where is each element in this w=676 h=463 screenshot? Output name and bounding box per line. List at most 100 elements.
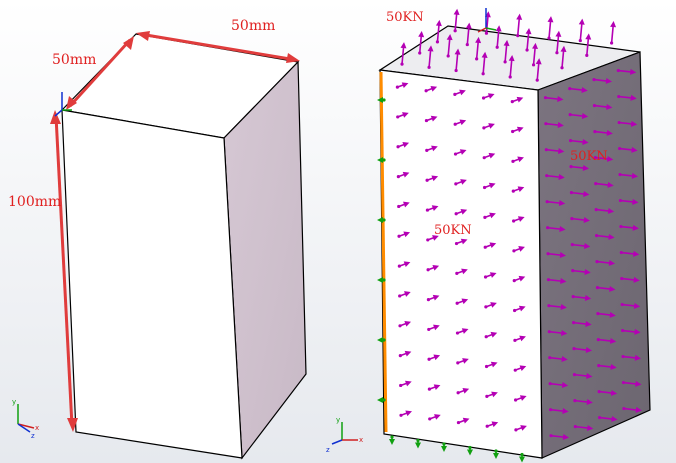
fixture-arrow (519, 452, 525, 463)
side-load-arrow (546, 252, 567, 259)
top-load-arrow (560, 45, 567, 70)
side-load-arrow (570, 216, 590, 223)
top-load-arrow (454, 48, 461, 73)
dimension-width-label: 50mm (231, 18, 275, 34)
loaded-front-face (379, 69, 543, 459)
dimension-arrowhead (136, 31, 150, 41)
front-load-arrow (424, 85, 438, 93)
top-load-arrow (453, 8, 460, 33)
side-load-arrow (546, 278, 567, 285)
front-load-arrow (395, 82, 409, 89)
front-load-arrow (425, 145, 438, 153)
front-load-arrow (399, 380, 412, 388)
front-load-arrow (483, 212, 496, 219)
front-load-arrow (482, 182, 496, 190)
dimension-depth-line (68, 38, 132, 108)
top-load-arrow (435, 19, 442, 44)
side-load-arrow (597, 389, 618, 396)
top-load-arrow (481, 51, 488, 76)
side-load-arrow (597, 363, 617, 370)
side-load-arrow (569, 190, 590, 197)
front-load-arrow (424, 115, 438, 123)
side-load-arrow (568, 86, 588, 93)
front-load-arrow (513, 335, 526, 342)
dimension-lines (50, 31, 300, 432)
front-load-arrow (484, 331, 498, 339)
front-load-arrow (397, 201, 410, 209)
top-load-arrow (610, 21, 617, 45)
front-load-arrow (453, 149, 467, 156)
top-load-arrow (427, 45, 434, 69)
side-load-arrow (572, 320, 592, 327)
side-load-arrow (572, 346, 593, 353)
side-load-arrow (547, 304, 567, 311)
front-load-arrow (425, 175, 439, 182)
side-load-arrow (594, 207, 615, 214)
block-front-face (61, 109, 243, 459)
side-load-arrow (569, 138, 589, 145)
side-load-arrow (570, 242, 591, 249)
load-label-top: 50KN (386, 10, 424, 25)
load-label-front: 50KN (434, 223, 472, 238)
side-load-arrow (598, 415, 618, 422)
triad-y-label: y (12, 398, 16, 406)
top-triad-icon (477, 8, 497, 33)
side-load-arrow (595, 259, 616, 266)
front-load-arrow (396, 171, 410, 179)
side-load-arrow (571, 268, 591, 275)
top-load-arrow (465, 22, 472, 47)
front-load-arrow (396, 142, 410, 149)
dimension-arrowhead (67, 418, 78, 432)
side-load-arrow (616, 68, 637, 75)
triad-y-label-right: y (336, 416, 340, 424)
fixture-arrow (493, 449, 499, 459)
side-load-arrow (572, 372, 593, 379)
dimension-arrowhead (66, 96, 77, 110)
fixture-arrow (441, 442, 447, 452)
side-load-arrow (618, 172, 639, 179)
top-load-arrow (585, 33, 592, 57)
load-arrows (395, 8, 642, 441)
top-load-arrow (578, 18, 585, 43)
front-load-arrow (481, 93, 495, 100)
side-load-arrow (568, 112, 589, 119)
side-load-arrow (543, 96, 564, 103)
side-load-arrow (549, 434, 570, 441)
triad-z-label-right: z (326, 446, 330, 454)
left-block (60, 33, 307, 460)
top-load-arrow (503, 39, 510, 64)
fixture-arrows (377, 97, 525, 463)
front-load-arrow (510, 96, 524, 104)
side-load-arrow (548, 382, 569, 389)
side-load-arrow (621, 380, 642, 387)
triad-x-label: x (35, 424, 39, 432)
front-load-arrow (456, 387, 470, 395)
front-load-arrow (427, 354, 441, 361)
front-load-arrow (483, 242, 497, 249)
coordinate-triad-right-icon: y x z (326, 416, 363, 454)
fixture-arrow (377, 337, 386, 343)
front-load-arrow (483, 272, 497, 279)
side-load-arrow (618, 198, 639, 205)
front-load-arrow (455, 268, 468, 275)
top-load-arrow (555, 30, 562, 55)
front-load-arrow (453, 119, 467, 126)
side-load-arrow (569, 164, 590, 171)
top-load-arrow (508, 54, 515, 79)
side-load-arrow (619, 224, 639, 231)
front-load-arrow (426, 264, 440, 272)
front-load-arrow (426, 235, 439, 242)
fixture-arrow (377, 97, 386, 103)
dimension-width-line (139, 32, 297, 62)
front-load-arrow (455, 328, 469, 335)
fixture-arrow (377, 397, 386, 403)
front-load-arrow (512, 275, 526, 283)
side-load-arrow (545, 174, 565, 181)
fixture-arrow (389, 435, 395, 445)
front-load-arrow (454, 238, 468, 246)
side-load-arrow (595, 233, 615, 240)
front-load-arrow (482, 152, 496, 160)
front-load-arrow (397, 261, 411, 268)
top-load-arrow (516, 13, 523, 38)
front-load-arrow (513, 395, 527, 402)
